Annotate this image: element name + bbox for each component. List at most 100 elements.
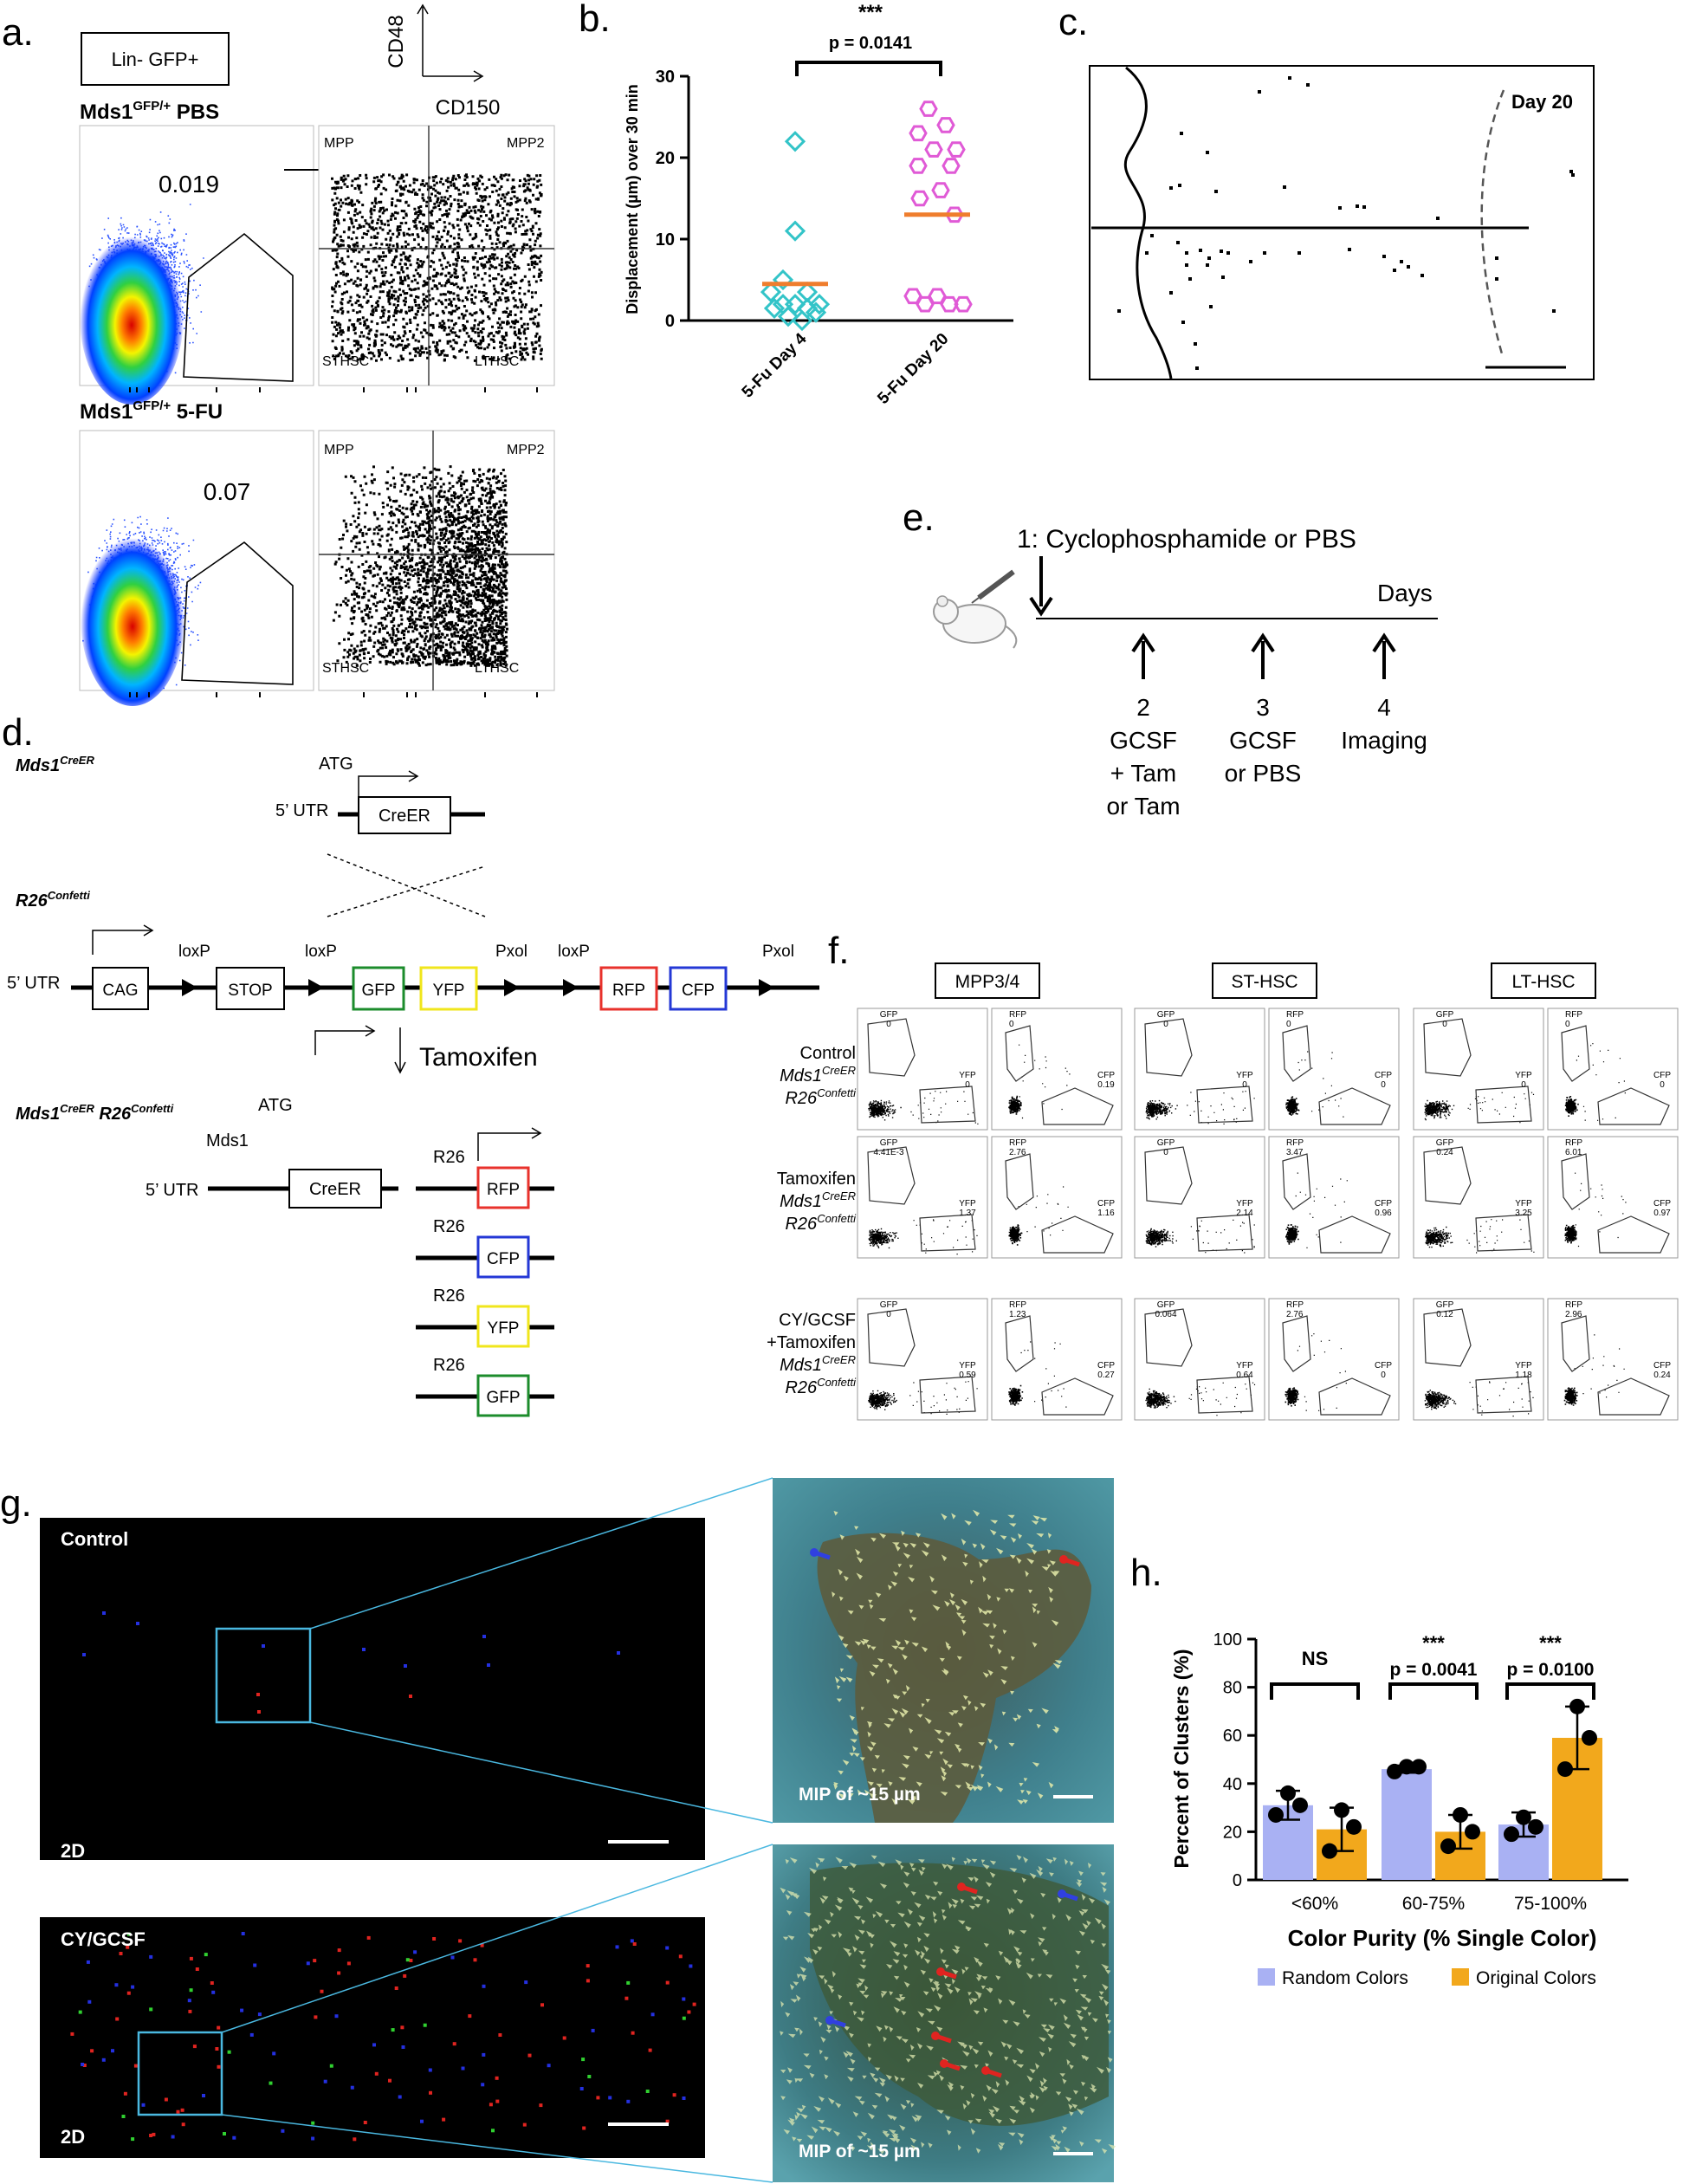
column-header: ST-HSC — [1231, 972, 1297, 992]
cell-dot — [547, 2064, 551, 2068]
cell-dot — [1195, 366, 1199, 370]
yfp-allele-box — [476, 1305, 530, 1348]
rfp-allele-box — [476, 1166, 530, 1209]
rfp-pct: 2.96 — [1565, 1310, 1582, 1319]
replicate-point — [1268, 1806, 1284, 1823]
cell-dot — [281, 2129, 285, 2133]
cfp-gate — [1597, 1087, 1670, 1125]
sig-bracket-h — [1270, 1682, 1360, 1700]
rfp-gate — [1005, 1025, 1034, 1082]
gate-label-box — [81, 32, 230, 86]
cell-dot — [149, 2134, 153, 2137]
cell-dot — [121, 2115, 126, 2118]
svg-text:YFP: YFP — [433, 982, 465, 1000]
row-label-line: Tamoxifen — [777, 1170, 856, 1189]
quad-sthsc-2: STHSC — [322, 661, 369, 676]
yfp-pct: 0.64 — [1236, 1371, 1253, 1380]
cell-dot — [450, 1955, 455, 1960]
cell-dot — [630, 1939, 634, 1943]
cell-dot — [413, 1950, 417, 1954]
sig-label: NS — [1302, 1648, 1329, 1669]
cell-dot — [429, 2090, 432, 2095]
cell-dot — [320, 1989, 324, 1993]
cell-dot — [329, 2064, 333, 2068]
yfp-gate — [1475, 1086, 1532, 1124]
legend-random: Random Colors — [1282, 1968, 1408, 1988]
svg-text:Pxol: Pxol — [495, 943, 527, 961]
yfp-allele-label: YFP — [488, 1319, 520, 1338]
point-day20 — [931, 182, 950, 198]
svg-text:GFP: GFP — [361, 982, 395, 1000]
cell-dot — [202, 2094, 205, 2097]
svg-text:YFP: YFP — [1236, 1199, 1253, 1209]
cell-dot — [1180, 132, 1183, 135]
cell-dot — [1176, 241, 1180, 244]
label-control: Control — [61, 1528, 128, 1550]
cell-dot — [210, 1981, 214, 1985]
gate-pct-pbs: 0.019 — [159, 171, 219, 198]
svg-text:Pxol: Pxol — [762, 943, 794, 961]
creer-label: CreER — [379, 807, 430, 826]
y-tick-label-h: 80 — [1223, 1679, 1242, 1698]
cell-dot — [257, 1710, 261, 1714]
svg-text:ATG: ATG — [258, 1096, 293, 1115]
cd48-cd150-axes-icon — [417, 3, 484, 82]
quad-mpp2: MPP2 — [507, 136, 545, 151]
cell-dot — [217, 2025, 221, 2030]
cell-dot — [180, 2108, 184, 2112]
cell-dot — [1393, 269, 1396, 272]
cell-dot — [1199, 249, 1202, 252]
row-label-line: Control — [800, 1044, 856, 1063]
y-tick-label-h: 60 — [1223, 1727, 1242, 1746]
svg-text:CFP: CFP — [1653, 1361, 1671, 1371]
panel-a: a. Lin- GFP+ CD48 CD150 Mds1GFP/+ PBS 0.… — [2, 3, 555, 706]
yfp-gate — [1196, 1086, 1253, 1124]
cell-dot — [473, 1958, 477, 1962]
quadrant-dots-5fu — [332, 465, 508, 667]
x-tick-label-b: 5-Fu Day 4 — [739, 329, 811, 401]
cell-dot — [587, 2075, 592, 2078]
svg-text:CFP: CFP — [1375, 1199, 1392, 1209]
cell-dot — [432, 1937, 437, 1941]
x-tick-label-h: 75-100% — [1514, 1894, 1587, 1914]
sig-label: *** — [1539, 1632, 1562, 1654]
timeline-step-text: 2 — [1136, 694, 1150, 721]
gfp-pct: 0 — [886, 1310, 891, 1319]
replicate-point — [1346, 1818, 1362, 1835]
gfp-gate — [1144, 1308, 1193, 1367]
combined-allele-label: Mds1CreER R26Confetti — [16, 1102, 174, 1124]
cell-dot — [648, 2048, 652, 2052]
cell-dot — [1220, 250, 1223, 253]
cell-dot — [409, 1695, 412, 1698]
cell-dot — [401, 2045, 405, 2049]
gfp-pct: 0 — [886, 1020, 891, 1029]
quad-sthsc: STHSC — [322, 354, 369, 369]
svg-text:GFP: GFP — [1157, 1010, 1175, 1020]
utr-label: 5’ UTR — [275, 801, 328, 820]
quad-mpp2-2: MPP2 — [507, 443, 545, 457]
cell-dot — [498, 2033, 502, 2037]
point-day4 — [763, 297, 786, 320]
panel-label-g: g. — [0, 1482, 32, 1525]
gfp-gate — [1144, 1018, 1193, 1077]
cell-dot — [133, 2064, 138, 2068]
svg-text:CFP: CFP — [1375, 1361, 1392, 1371]
yfp-gate — [919, 1376, 976, 1414]
quad-mpp-2: MPP — [324, 443, 354, 457]
gfp-pct: 0.24 — [1436, 1148, 1453, 1157]
gate-label: Lin- GFP+ — [112, 49, 199, 70]
rfp-pct: 2.76 — [1009, 1148, 1026, 1157]
cell-dot — [1382, 255, 1386, 258]
yfp-gate — [1475, 1376, 1532, 1414]
axis-cd150: CD150 — [436, 96, 501, 120]
cell-dot — [311, 2136, 315, 2141]
panel-d: d. Mds1CreER ATG 5’ UTR CreER R26Confett… — [2, 711, 819, 1417]
svg-text:CFP: CFP — [1097, 1199, 1115, 1209]
cell-dot — [405, 1958, 410, 1962]
cell-dot — [1297, 251, 1301, 255]
cfp-gate — [1041, 1087, 1114, 1125]
axis-ticks-pbs — [129, 387, 538, 392]
svg-text:loxP: loxP — [178, 943, 210, 961]
cell-dot — [119, 1952, 123, 1955]
